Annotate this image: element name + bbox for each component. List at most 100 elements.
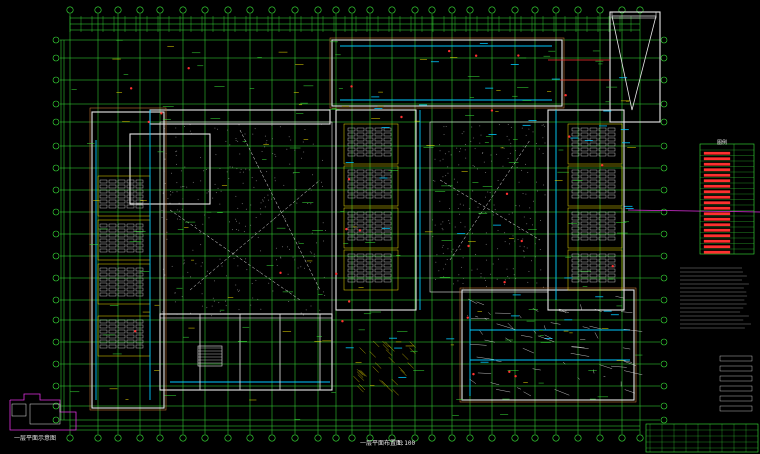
- hatch-dot: [512, 235, 514, 237]
- hatch-dot: [471, 232, 473, 234]
- hatch-dot: [179, 218, 181, 220]
- hatch-dot: [460, 221, 462, 223]
- axis-bubble-left: [52, 316, 60, 324]
- hatch-dot: [235, 195, 237, 197]
- desk: [126, 334, 135, 339]
- desk: [374, 268, 383, 273]
- structure-outline: [329, 37, 565, 109]
- fixture-marker: [467, 244, 470, 248]
- equipment-line: [391, 378, 398, 386]
- axis-bubble-bottom: [388, 434, 396, 442]
- desk: [580, 127, 589, 132]
- equipment-line: [359, 347, 366, 354]
- hatch-dot: [252, 297, 254, 299]
- equipment-line: [385, 349, 393, 356]
- hatch-dot: [260, 213, 262, 215]
- fixture-marker: [160, 112, 163, 115]
- desk: [347, 127, 356, 132]
- desk: [356, 211, 365, 216]
- desk: [126, 194, 135, 199]
- hatch-dot: [266, 140, 268, 142]
- axis-bubble-top: [511, 6, 519, 14]
- desk: [607, 268, 616, 273]
- hatch-dot: [523, 256, 525, 258]
- equipment-line: [544, 334, 552, 339]
- axis-bubble-bottom: [314, 434, 322, 442]
- desk: [598, 236, 607, 241]
- hatch-dot: [303, 151, 305, 153]
- hatch-dot: [259, 271, 261, 273]
- hatch-dot: [310, 203, 312, 205]
- hatch-dot: [294, 259, 296, 261]
- desk: [607, 152, 616, 157]
- equipment-line: [357, 385, 364, 393]
- desk: [383, 268, 392, 273]
- hatch-dot: [322, 291, 324, 293]
- hatch-dot: [311, 252, 313, 254]
- desk: [571, 268, 580, 273]
- desk: [347, 189, 356, 194]
- axis-bubble-bottom: [268, 434, 276, 442]
- desk: [108, 204, 117, 209]
- hatch-dot: [199, 157, 201, 159]
- hatch-dot: [189, 130, 191, 132]
- equipment-line: [388, 356, 395, 364]
- hatch-dot: [470, 140, 472, 142]
- desk: [108, 248, 117, 253]
- hatch-dot: [506, 135, 508, 137]
- desk: [607, 226, 616, 231]
- hatch-dot: [237, 289, 239, 291]
- axis-bubble-top: [348, 6, 356, 14]
- hatch-dot: [535, 211, 537, 213]
- courtyard-path: [169, 209, 301, 301]
- fixture-marker: [147, 120, 150, 124]
- axis-bubble-left: [52, 416, 60, 424]
- axis-bubble-bottom: [366, 434, 374, 442]
- hatch-dot: [220, 190, 222, 192]
- equipment-line: [571, 346, 589, 349]
- hatch-dot: [257, 298, 259, 300]
- hatch-dot: [311, 232, 313, 234]
- axis-bubble-left: [52, 402, 60, 410]
- desk: [365, 184, 374, 189]
- hatch-dot: [434, 180, 436, 182]
- desk: [607, 211, 616, 216]
- axis-bubble-top: [246, 6, 254, 14]
- hatch-dot: [259, 208, 261, 210]
- equipment-line: [402, 353, 409, 360]
- hatch-dot: [280, 256, 282, 258]
- hatch-dot: [544, 126, 546, 128]
- desk: [126, 243, 135, 248]
- desk: [108, 243, 117, 248]
- fixture-marker: [600, 164, 604, 167]
- hatch-dot: [275, 247, 277, 249]
- hatch-dot: [441, 227, 443, 229]
- hatch-dot: [212, 297, 214, 299]
- hatch-dot: [471, 126, 473, 128]
- desk: [347, 147, 356, 152]
- hatch-dot: [253, 186, 255, 188]
- desk: [356, 231, 365, 236]
- hatch-dot: [287, 273, 289, 275]
- desk: [117, 272, 126, 277]
- desk: [99, 324, 108, 329]
- hatch-dot: [507, 157, 509, 159]
- hatch-dot: [313, 253, 315, 255]
- courtyard-east: [429, 121, 549, 293]
- hatch-dot: [489, 192, 491, 194]
- desk: [99, 334, 108, 339]
- equipment-line: [382, 344, 390, 351]
- desk: [580, 221, 589, 226]
- hatch-dot: [261, 151, 263, 153]
- desk: [383, 278, 392, 283]
- hatch-dot: [521, 127, 523, 129]
- hatch-dot: [257, 164, 259, 166]
- desk: [126, 329, 135, 334]
- equipment-line: [388, 345, 395, 352]
- hatch-dot: [531, 224, 533, 226]
- axis-bubble-top: [531, 6, 539, 14]
- hatch-dot: [199, 232, 201, 234]
- axis-bubble-bottom: [201, 434, 209, 442]
- desk: [589, 268, 598, 273]
